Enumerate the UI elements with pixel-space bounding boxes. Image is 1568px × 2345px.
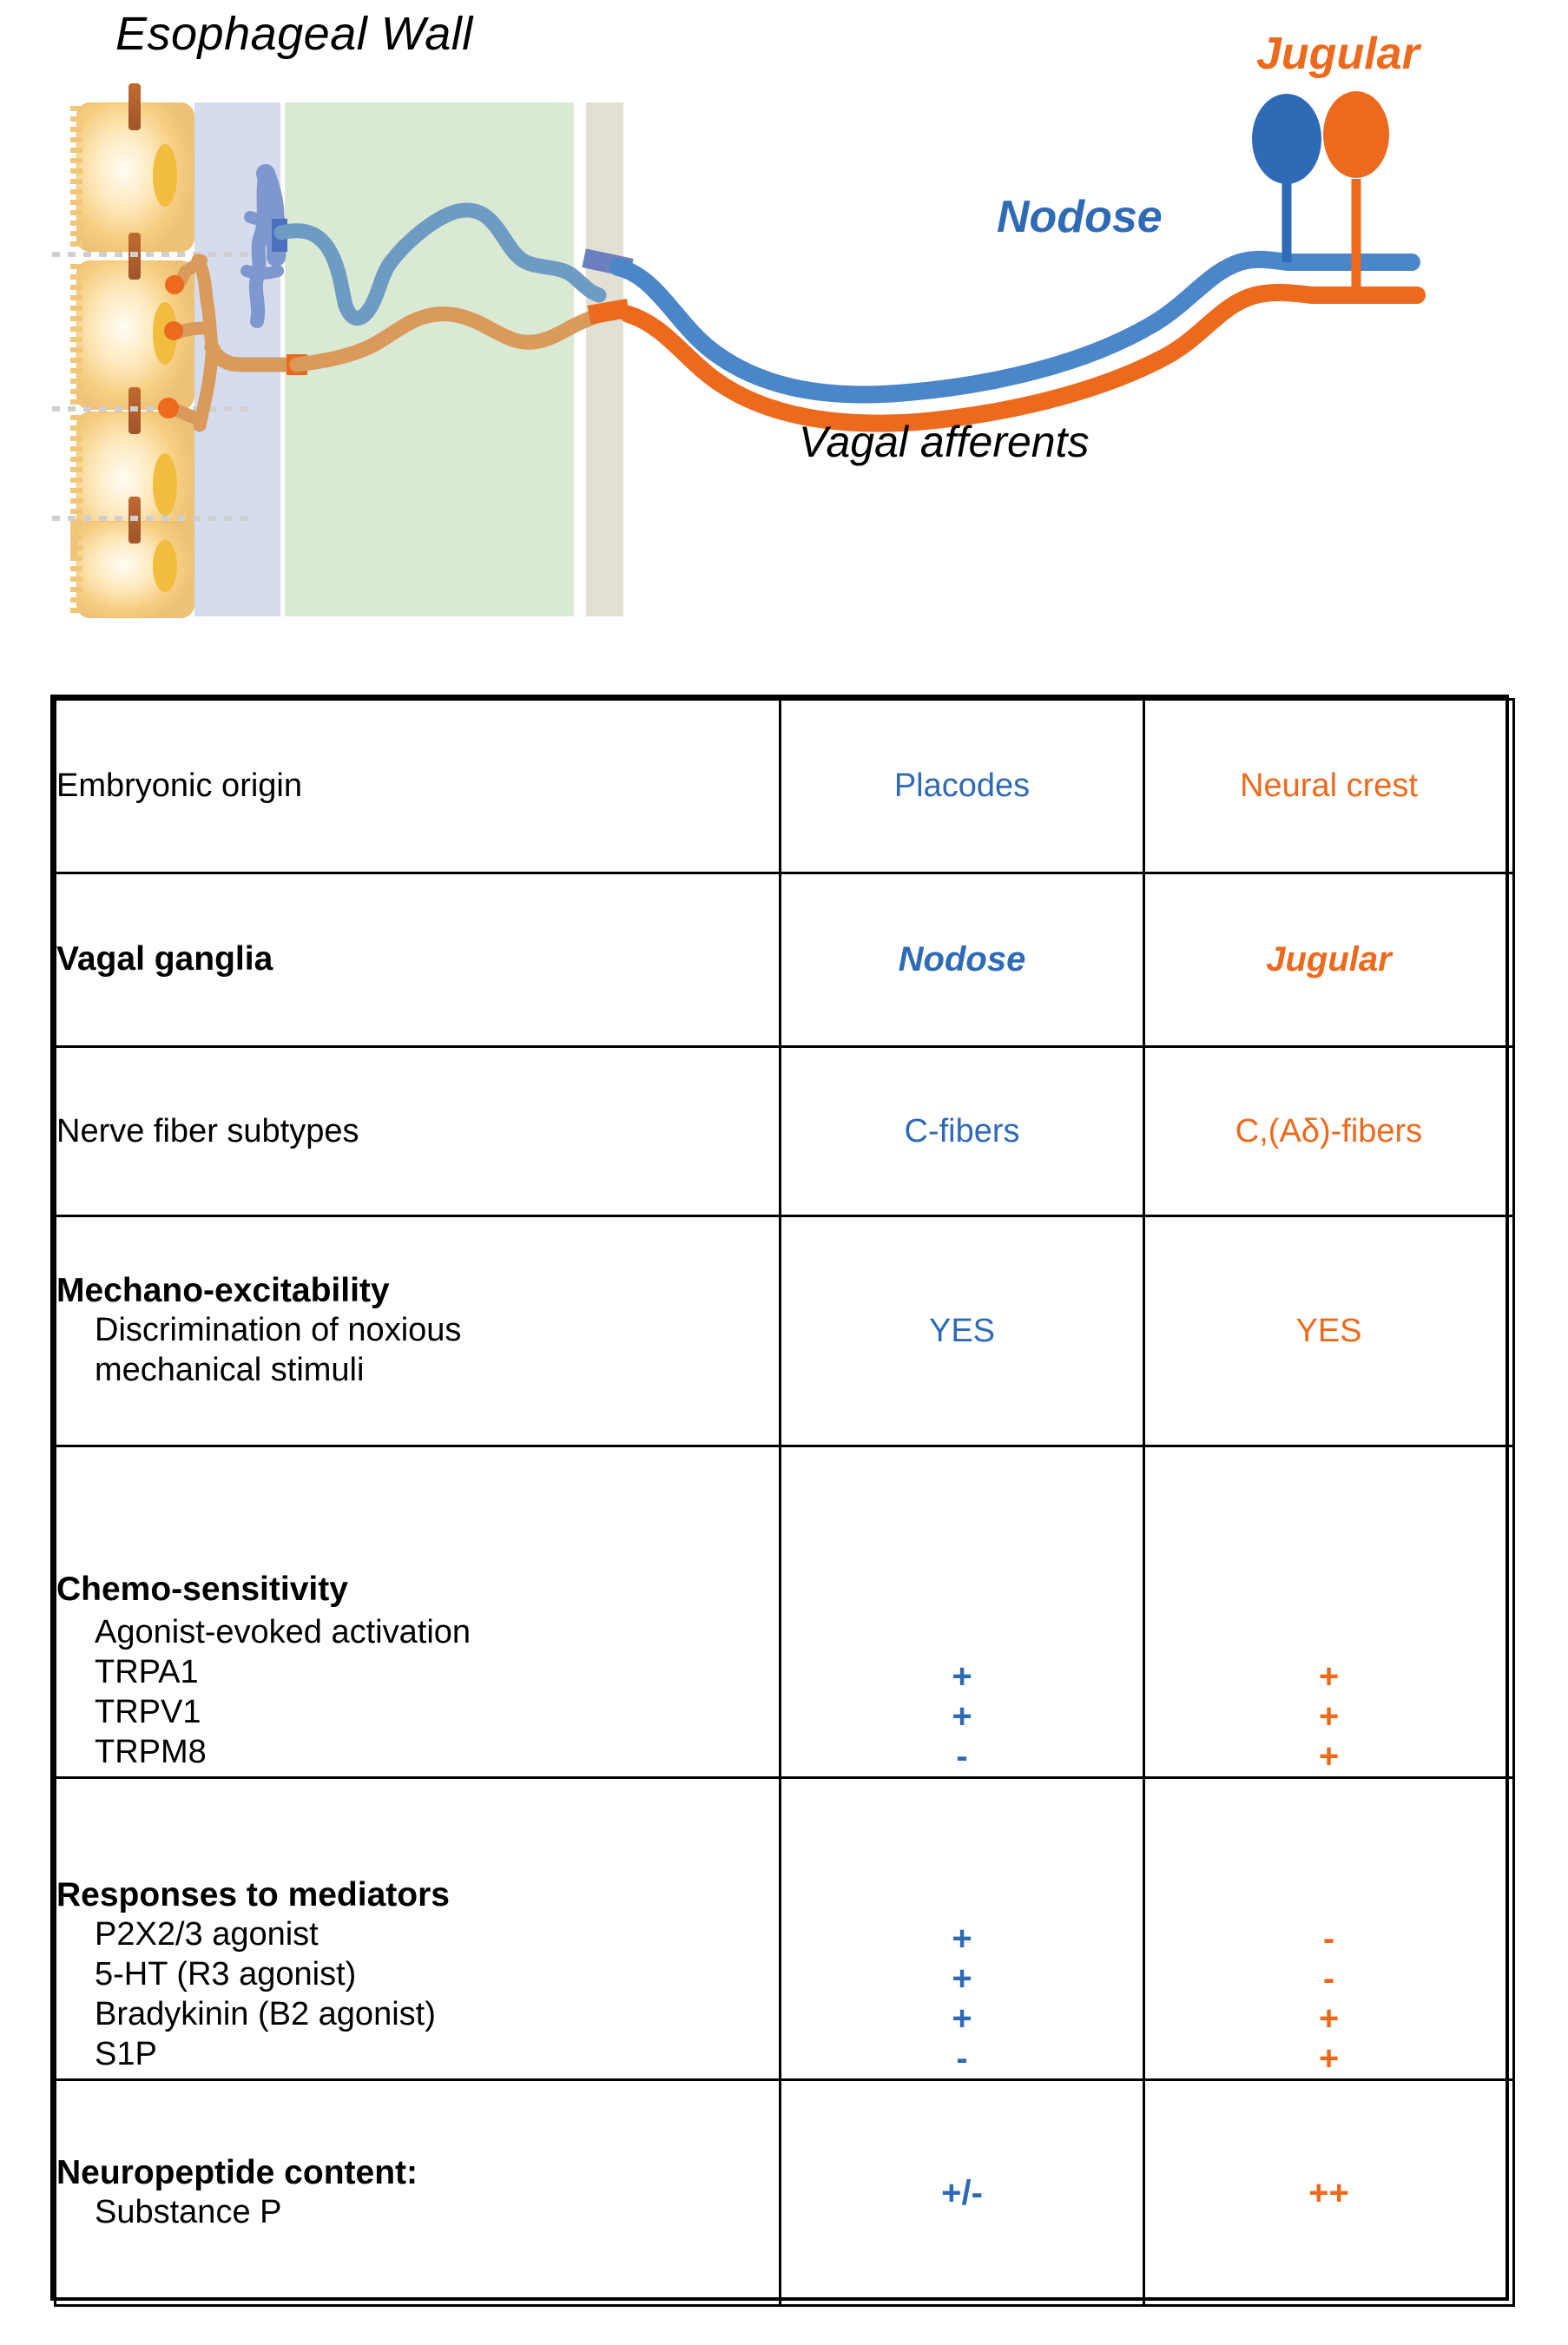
- row-label-chemo-sensitivity: Chemo-sensitivity Agonist-evoked activat…: [54, 1445, 781, 1779]
- table-row: Chemo-sensitivity Agonist-evoked activat…: [54, 1445, 1515, 1779]
- cell-nodose-mechano-excitability: YES: [779, 1215, 1145, 1447]
- table-row: Neuropeptide content: Substance P +/- ++: [54, 2078, 1515, 2307]
- cell-jugular-embryonic-origin: Neural crest: [1143, 698, 1515, 874]
- value-bradykinin-jugular: +: [1318, 1999, 1340, 2038]
- jugular-ganglion-label: Jugular: [1256, 29, 1420, 79]
- value-text: YES: [1295, 1312, 1362, 1349]
- label-subline: Agonist-evoked activation: [95, 1614, 471, 1651]
- row-label-embryonic-origin: Embryonic origin: [54, 698, 781, 874]
- table-row: Vagal ganglia Nodose Jugular: [54, 872, 1515, 1048]
- cell-border-serration: [70, 106, 82, 248]
- cell-border-serration: [70, 415, 82, 557]
- basement-membrane-dashes: [52, 516, 254, 521]
- jugular-fiber-in-wall: [289, 303, 626, 372]
- value-p2x23-nodose: +: [952, 1920, 972, 1958]
- cell-jugular-responses-to-mediators: - - + +: [1143, 1776, 1515, 2081]
- value-text: Jugular: [1266, 940, 1392, 978]
- label-text: Vagal ganglia: [56, 940, 273, 978]
- cell-nodose-vagal-ganglia: Nodose: [779, 872, 1145, 1048]
- item-label-s1p: S1P: [95, 2036, 157, 2073]
- row-label-responses-to-mediators: Responses to mediators P2X2/3 agonist 5-…: [54, 1776, 781, 2081]
- value-bradykinin-nodose: +: [952, 1999, 972, 2038]
- cell-nodose-neuropeptide-content: +/-: [779, 2078, 1145, 2307]
- value-text: Neural crest: [1240, 767, 1418, 804]
- cell-jugular-neuropeptide-content: ++: [1143, 2078, 1515, 2307]
- value-trpa1-nodose: +: [952, 1657, 972, 1696]
- value-trpv1-jugular: +: [1318, 1697, 1340, 1736]
- nodose-ganglion: [1252, 94, 1321, 184]
- item-label-bradykinin: Bradykinin (B2 agonist): [95, 1996, 436, 2033]
- basement-membrane-dashes: [52, 406, 254, 412]
- cell-nodose-chemo-sensitivity: + + -: [779, 1445, 1145, 1779]
- label-text: Neuropeptide content:: [56, 2153, 418, 2191]
- table-row: Nerve fiber subtypes C-fibers C,(Aδ)-fib…: [54, 1045, 1515, 1217]
- value-trpm8-jugular: +: [1318, 1737, 1340, 1775]
- label-text: Mechano-excitability: [56, 1272, 390, 1310]
- item-label-trpv1: TRPV1: [95, 1694, 201, 1731]
- adventitia-band: [586, 102, 623, 616]
- value-text: YES: [928, 1312, 996, 1349]
- table-row: Embryonic origin Placodes Neural crest: [54, 698, 1515, 874]
- nodose-vagal-trunk: [609, 250, 1420, 404]
- value-text: C-fibers: [904, 1112, 1020, 1149]
- value-s1p-nodose: -: [956, 2039, 968, 2078]
- cell-jugular-nerve-fiber-subtypes: C,(Aδ)-fibers: [1143, 1045, 1515, 1217]
- item-label-substance-p: Substance P: [95, 2193, 282, 2230]
- jugular-ganglion: [1323, 91, 1389, 178]
- value-trpm8-nodose: -: [956, 1737, 968, 1775]
- esophageal-wall-schematic: Esophageal Wall: [0, 0, 1568, 660]
- value-trpv1-nodose: +: [952, 1697, 972, 1736]
- label-text: Embryonic origin: [56, 767, 302, 805]
- cell-nodose-responses-to-mediators: + + + -: [779, 1776, 1145, 2081]
- nodose-jugular-comparison-table: Embryonic origin Placodes Neural crest V…: [50, 695, 1515, 2307]
- label-subline: mechanical stimuli: [95, 1352, 365, 1388]
- row-label-neuropeptide-content: Neuropeptide content: Substance P: [54, 2078, 781, 2307]
- cell-border-serration: [70, 264, 82, 406]
- value-substance-p-nodose: +/-: [941, 2173, 983, 2212]
- nodose-terminal-ending: [240, 164, 287, 328]
- value-5ht-jugular: -: [1322, 1960, 1335, 1998]
- table-row: Responses to mediators P2X2/3 agonist 5-…: [54, 1776, 1515, 2081]
- jugular-vagal-trunk: [620, 283, 1426, 432]
- row-label-vagal-ganglia: Vagal ganglia: [54, 872, 781, 1048]
- jugular-terminal-branches: [158, 254, 307, 432]
- cell-nodose-embryonic-origin: Placodes: [779, 698, 1145, 874]
- cell-nucleus: [153, 453, 177, 516]
- value-s1p-jugular: +: [1318, 2039, 1340, 2078]
- value-5ht-nodose: +: [952, 1960, 972, 1998]
- nodose-fiber-in-wall: [273, 202, 607, 326]
- vagal-nerve-fibers: [158, 91, 1426, 432]
- value-p2x23-jugular: -: [1322, 1920, 1335, 1958]
- value-trpa1-jugular: +: [1318, 1657, 1340, 1696]
- cell-nucleus: [153, 540, 177, 592]
- vagal-afferents-label: Vagal afferents: [799, 418, 1090, 466]
- item-label-5ht: 5-HT (R3 agonist): [95, 1956, 357, 1993]
- cell-border-serration: [70, 524, 82, 615]
- label-text: Chemo-sensitivity: [56, 1571, 348, 1608]
- jugular-fiber-marker: [587, 298, 630, 325]
- value-substance-p-jugular: ++: [1308, 2173, 1349, 2212]
- label-text: Responses to mediators: [56, 1876, 450, 1914]
- nodose-ganglion-label: Nodose: [997, 192, 1163, 242]
- cell-jugular-mechano-excitability: YES: [1143, 1215, 1515, 1447]
- row-label-nerve-fiber-subtypes: Nerve fiber subtypes: [54, 1045, 781, 1217]
- tight-junction: [128, 83, 141, 130]
- table-row: Mechano-excitability Discrimination of n…: [54, 1215, 1515, 1447]
- cell-jugular-chemo-sensitivity: + + +: [1143, 1445, 1515, 1779]
- row-label-mechano-excitability: Mechano-excitability Discrimination of n…: [54, 1215, 781, 1447]
- basement-membrane-dashes: [52, 252, 254, 257]
- value-text: Nodose: [898, 940, 1026, 978]
- cell-nodose-nerve-fiber-subtypes: C-fibers: [779, 1045, 1145, 1217]
- item-label-p2x23: P2X2/3 agonist: [95, 1916, 319, 1953]
- cell-nucleus: [153, 144, 177, 207]
- value-text: C,(Aδ)-fibers: [1235, 1112, 1423, 1149]
- cell-jugular-vagal-ganglia: Jugular: [1143, 872, 1515, 1048]
- label-subline: Discrimination of noxious: [95, 1312, 462, 1349]
- page-title: Esophageal Wall: [115, 8, 473, 60]
- item-label-trpm8: TRPM8: [95, 1734, 207, 1771]
- value-text: Placodes: [893, 767, 1031, 804]
- label-text: Nerve fiber subtypes: [56, 1112, 359, 1149]
- item-label-trpa1: TRPA1: [95, 1654, 199, 1691]
